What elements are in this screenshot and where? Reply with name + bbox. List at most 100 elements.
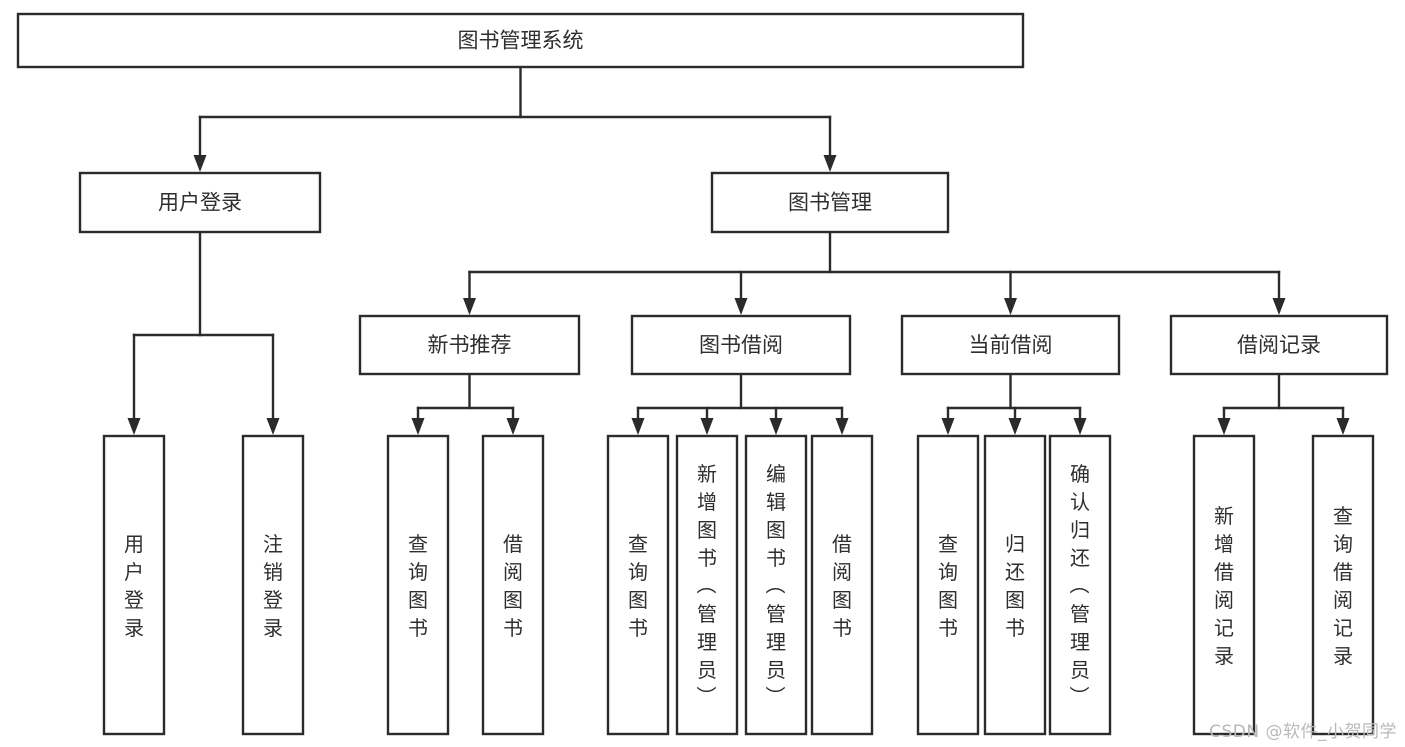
node-label: 查询借阅记录 xyxy=(1333,504,1353,668)
node-leaf-add-book[interactable]: 新增图书（管理员） xyxy=(675,434,739,736)
node-box[interactable] xyxy=(710,171,950,234)
arrow-head-icon xyxy=(734,298,748,315)
node-box[interactable] xyxy=(1192,434,1256,736)
node-label: 查询图书 xyxy=(408,532,428,640)
node-box[interactable] xyxy=(744,434,808,736)
node-layer: 图书管理系统用户登录图书管理新书推荐图书借阅当前借阅借阅记录用户登录注销登录查询… xyxy=(16,12,1389,736)
arrow-head-icon xyxy=(127,418,141,435)
node-user-login[interactable]: 用户登录 xyxy=(78,171,322,234)
node-box[interactable] xyxy=(1311,434,1375,736)
arrow-head-icon xyxy=(769,418,783,435)
node-leaf-return-book[interactable]: 归还图书 xyxy=(983,434,1047,736)
node-box[interactable] xyxy=(386,434,450,736)
node-label: 借阅图书 xyxy=(832,532,852,640)
arrow-connector xyxy=(734,270,748,315)
node-label: 当前借阅 xyxy=(969,333,1053,357)
arrow-head-icon xyxy=(823,155,837,172)
node-label: 查询图书 xyxy=(628,532,648,640)
arrow-head-icon xyxy=(1073,418,1087,435)
node-box[interactable] xyxy=(1169,314,1389,376)
node-box[interactable] xyxy=(916,434,980,736)
arrow-head-icon xyxy=(700,418,714,435)
arrow-head-icon xyxy=(193,155,207,172)
node-leaf-borrow-book-2[interactable]: 借阅图书 xyxy=(810,434,874,736)
arrow-head-icon xyxy=(463,298,476,315)
arrow-connector xyxy=(193,115,207,172)
node-label: 编辑图书（管理员） xyxy=(765,462,786,710)
arrow-head-icon xyxy=(506,418,520,435)
node-label: 图书借阅 xyxy=(699,333,783,357)
node-new-book-rec[interactable]: 新书推荐 xyxy=(358,314,581,376)
arrow-connector xyxy=(127,333,141,435)
node-box[interactable] xyxy=(102,434,166,736)
node-box[interactable] xyxy=(358,314,581,376)
node-box[interactable] xyxy=(606,434,670,736)
connector-layer xyxy=(127,65,1350,435)
arrow-connector xyxy=(1336,406,1350,435)
arrow-connector xyxy=(1008,406,1022,435)
arrow-connector xyxy=(700,406,714,435)
node-leaf-edit-book[interactable]: 编辑图书（管理员） xyxy=(744,434,808,736)
arrow-connector xyxy=(769,406,783,435)
arrow-head-icon xyxy=(941,418,955,435)
arrow-head-icon xyxy=(835,418,849,435)
node-leaf-user-login[interactable]: 用户登录 xyxy=(102,434,166,736)
node-leaf-user-logout[interactable]: 注销登录 xyxy=(241,434,305,736)
node-label: 查询图书 xyxy=(938,532,958,640)
arrow-connector xyxy=(1073,406,1087,435)
node-leaf-borrow-book-1[interactable]: 借阅图书 xyxy=(481,434,545,736)
node-leaf-query-record[interactable]: 查询借阅记录 xyxy=(1311,434,1375,736)
node-box[interactable] xyxy=(78,171,322,234)
arrow-connector xyxy=(941,406,955,435)
arrow-head-icon xyxy=(1336,418,1350,435)
node-label: 用户登录 xyxy=(124,532,144,640)
node-label: 注销登录 xyxy=(263,532,283,640)
arrow-connector xyxy=(631,406,645,435)
node-leaf-query-book-3[interactable]: 查询图书 xyxy=(916,434,980,736)
arrow-head-icon xyxy=(1008,418,1022,435)
node-label: 新书推荐 xyxy=(428,333,512,357)
node-leaf-query-book-2[interactable]: 查询图书 xyxy=(606,434,670,736)
arrow-head-icon xyxy=(1217,418,1231,435)
node-box[interactable] xyxy=(1048,434,1112,736)
node-label: 图书管理系统 xyxy=(458,29,584,53)
node-root[interactable]: 图书管理系统 xyxy=(16,12,1025,69)
node-leaf-confirm-return[interactable]: 确认归还（管理员） xyxy=(1048,434,1112,736)
arrow-head-icon xyxy=(631,418,645,435)
node-box[interactable] xyxy=(630,314,852,376)
arrow-connector xyxy=(266,333,280,435)
node-label: 借阅图书 xyxy=(503,532,523,640)
node-box[interactable] xyxy=(675,434,739,736)
arrow-head-icon xyxy=(266,418,280,435)
arrow-connector xyxy=(823,115,837,172)
arrow-connector xyxy=(506,406,520,435)
arrow-head-icon xyxy=(1004,298,1017,315)
arrow-connector xyxy=(1272,270,1286,315)
node-box[interactable] xyxy=(16,12,1025,69)
node-box[interactable] xyxy=(900,314,1121,376)
arrow-connector xyxy=(411,406,425,435)
node-box[interactable] xyxy=(983,434,1047,736)
node-book-borrow[interactable]: 图书借阅 xyxy=(630,314,852,376)
arrow-head-icon xyxy=(1272,298,1286,315)
node-box[interactable] xyxy=(481,434,545,736)
node-label: 借阅记录 xyxy=(1237,333,1321,357)
node-label: 新增借阅记录 xyxy=(1214,504,1234,668)
node-current-borrow[interactable]: 当前借阅 xyxy=(900,314,1121,376)
node-borrow-record[interactable]: 借阅记录 xyxy=(1169,314,1389,376)
node-book-manage[interactable]: 图书管理 xyxy=(710,171,950,234)
node-label: 新增图书（管理员） xyxy=(696,462,717,710)
node-label: 确认归还（管理员） xyxy=(1069,462,1090,710)
arrow-connector xyxy=(1004,270,1017,315)
node-label: 归还图书 xyxy=(1005,532,1025,640)
node-leaf-query-book-1[interactable]: 查询图书 xyxy=(386,434,450,736)
arrow-connector xyxy=(463,270,476,315)
node-box[interactable] xyxy=(241,434,305,736)
node-leaf-add-record[interactable]: 新增借阅记录 xyxy=(1192,434,1256,736)
arrow-connector xyxy=(1217,406,1231,435)
arrow-head-icon xyxy=(411,418,425,435)
node-box[interactable] xyxy=(810,434,874,736)
arrow-connector xyxy=(835,406,849,435)
